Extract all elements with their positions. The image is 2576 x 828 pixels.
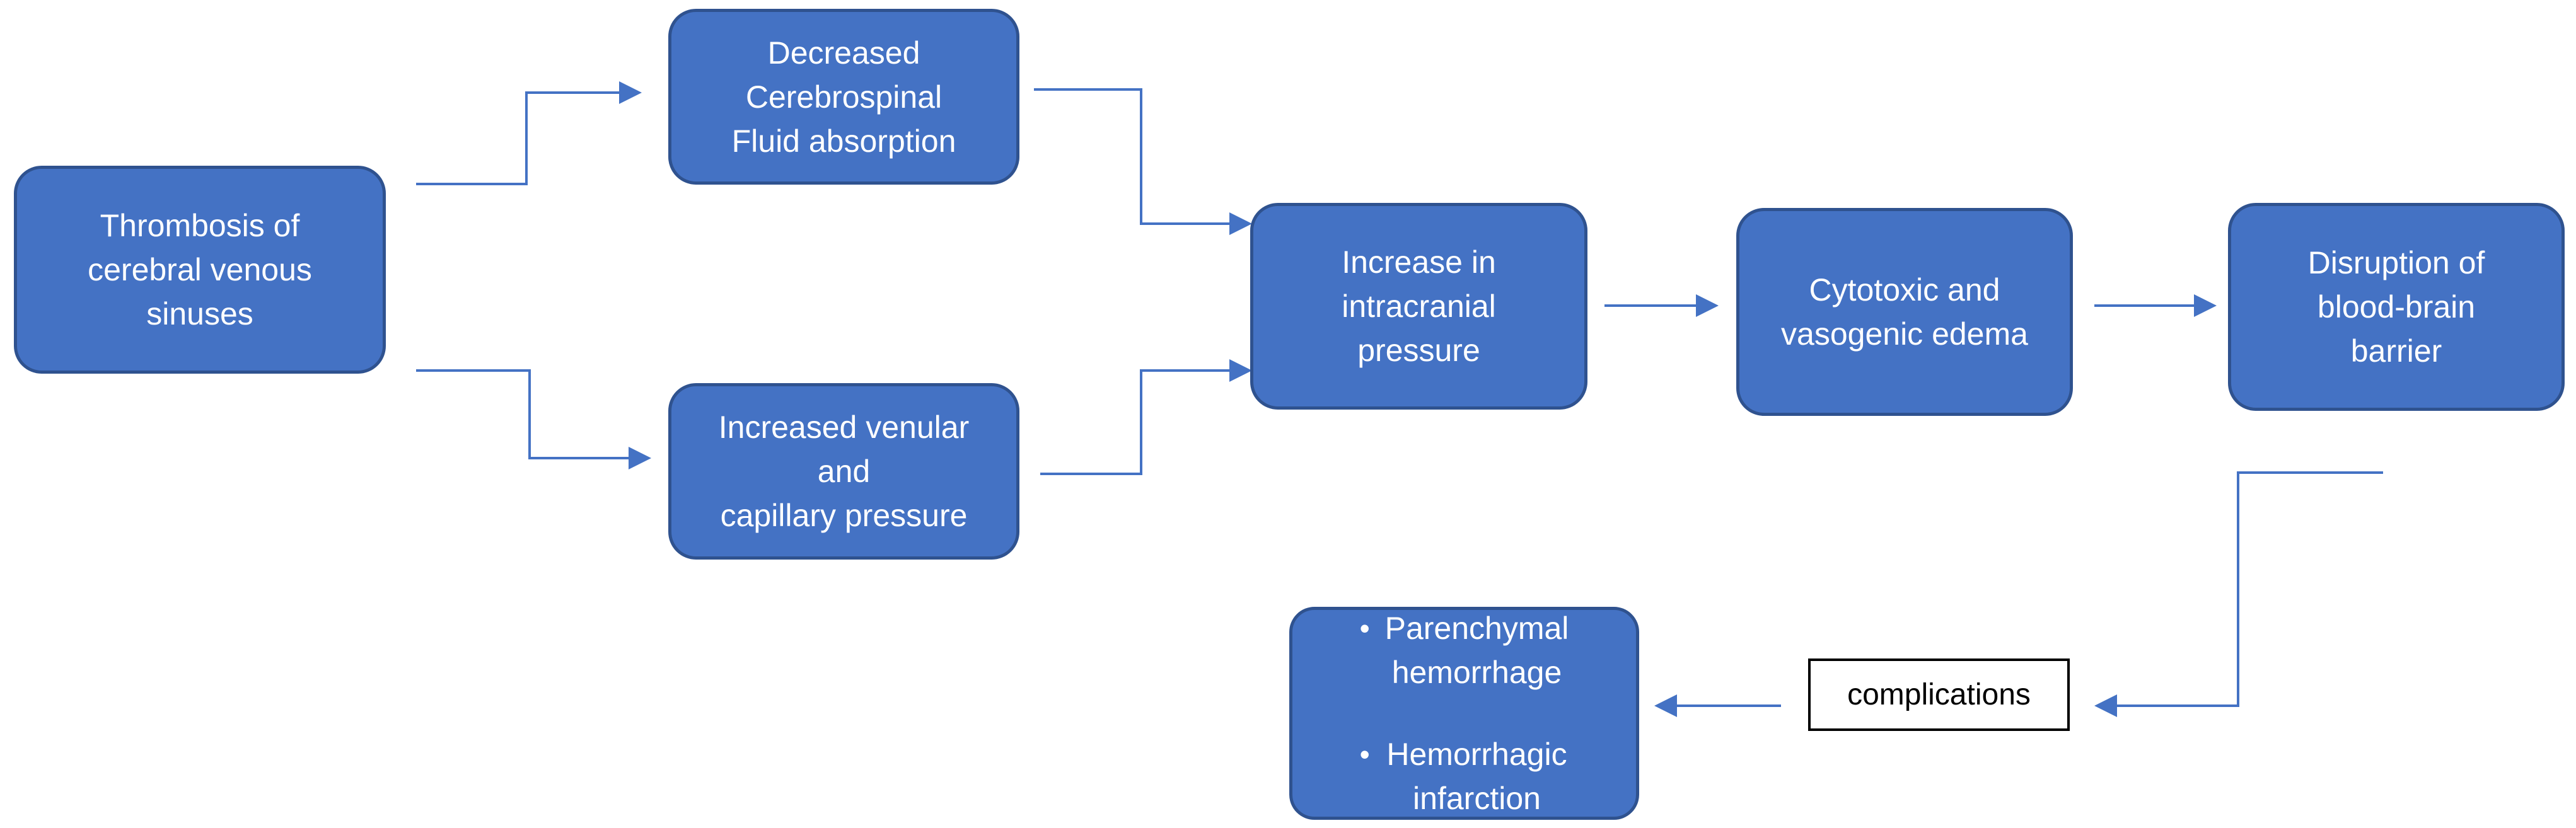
complications-label: complications (1808, 658, 2070, 731)
outcome-1-line-2: hemorrhage (1391, 655, 1562, 690)
arrow-decreased-csf-to-icp (1034, 88, 1252, 235)
node-thrombosis: Thrombosis of cerebral venous sinuses (14, 166, 386, 374)
outcome-1-line-1: Parenchymal (1384, 611, 1569, 646)
node-intracranial-pressure: Increase in intracranial pressure (1250, 203, 1587, 410)
outcomes-list: Parenchymal hemorrhage Hemorrhagic infar… (1360, 610, 1569, 817)
outcome-2-line-1: Hemorrhagic (1386, 737, 1567, 772)
node-icp-line-2: intracranial (1342, 289, 1496, 324)
node-blood-brain-barrier: Disruption of blood-brain barrier (2228, 203, 2565, 411)
arrow-thrombosis-to-increased-venular (416, 369, 651, 469)
outcome-2-line-2: infarction (1413, 781, 1541, 816)
node-increased-venular-line-2: and (817, 454, 871, 489)
arrow-increased-venular-to-icp (1040, 359, 1252, 475)
outcome-item-parenchymal-hemorrhage: Parenchymal hemorrhage (1360, 610, 1569, 694)
node-edema-line-1: Cytotoxic and (1809, 272, 2000, 308)
node-decreased-csf-line-2: Cerebrospinal (745, 79, 943, 115)
node-increased-venular-line-1: Increased venular (718, 410, 970, 445)
node-increased-venular: Increased venular and capillary pressure (668, 383, 1019, 560)
node-thrombosis-line-1: Thrombosis of (100, 208, 300, 243)
node-bbb-line-2: blood-brain (2317, 289, 2476, 325)
arrow-thrombosis-to-decreased-csf (416, 81, 642, 185)
node-icp-line-1: Increase in (1342, 244, 1496, 280)
node-edema: Cytotoxic and vasogenic edema (1736, 208, 2073, 416)
node-increased-venular-line-3: capillary pressure (720, 498, 968, 533)
node-decreased-csf: Decreased Cerebrospinal Fluid absorption (668, 9, 1019, 185)
node-thrombosis-line-3: sinuses (146, 296, 253, 331)
arrow-bbb-to-complications (2094, 471, 2383, 717)
node-bbb-line-1: Disruption of (2307, 245, 2485, 280)
outcome-item-hemorrhagic-infarction: Hemorrhagic infarction (1360, 732, 1569, 817)
node-bbb-line-3: barrier (2350, 333, 2442, 369)
node-decreased-csf-line-3: Fluid absorption (731, 123, 956, 159)
node-edema-line-2: vasogenic edema (1781, 316, 2028, 352)
node-icp-line-3: pressure (1357, 333, 1480, 368)
node-thrombosis-line-2: cerebral venous (88, 252, 312, 287)
node-decreased-csf-line-1: Decreased (767, 35, 920, 71)
complications-text: complications (1847, 678, 2031, 711)
node-outcomes: Parenchymal hemorrhage Hemorrhagic infar… (1289, 607, 1639, 820)
